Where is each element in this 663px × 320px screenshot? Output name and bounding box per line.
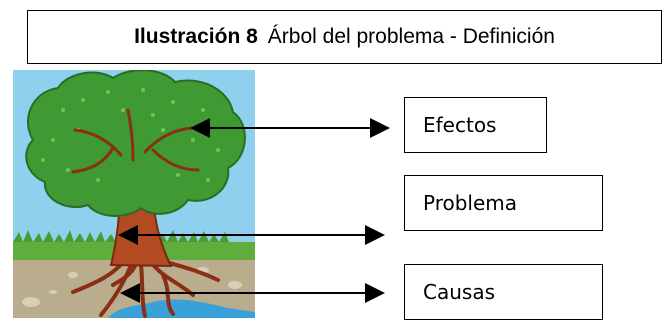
causes-label: Causas — [423, 280, 495, 304]
figure-title: Árbol del problema - Definición — [267, 25, 555, 48]
tree-illustration — [13, 70, 255, 318]
figure-caption: Ilustración 8 Árbol del problema - Defin… — [27, 10, 662, 64]
causes-box: Causas — [404, 264, 603, 320]
problem-box: Problema — [404, 175, 603, 231]
effects-box: Efectos — [404, 97, 547, 153]
figure-number: Ilustración 8 — [134, 25, 258, 48]
effects-label: Efectos — [423, 113, 497, 137]
problem-label: Problema — [423, 191, 518, 215]
tree-canopy — [25, 70, 246, 217]
